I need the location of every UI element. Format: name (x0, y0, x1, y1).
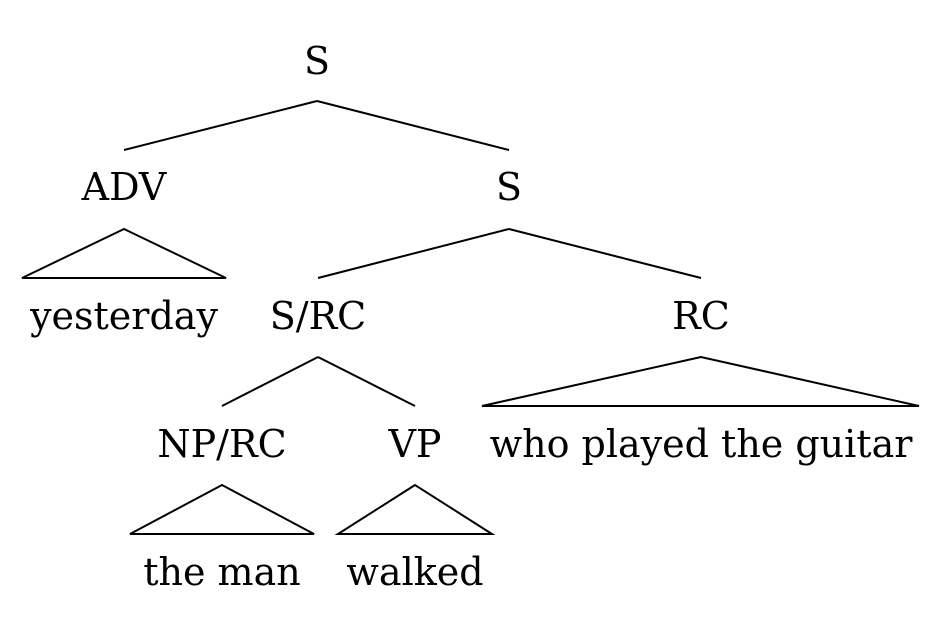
triangle-np-rc (129, 483, 315, 535)
node-np-rc: NP/RC (157, 422, 286, 466)
node-adv: ADV (81, 165, 167, 209)
triangle-adv (21, 227, 227, 279)
leaf-the-man: the man (143, 550, 300, 594)
edge-root-to-adv (123, 100, 318, 151)
node-vp: VP (387, 422, 441, 466)
edge-root-to-inner-s (316, 100, 510, 151)
node-s-rc: S/RC (270, 294, 367, 338)
leaf-walked: walked (346, 550, 483, 594)
triangle-vp (334, 483, 496, 535)
triangle-rc (481, 355, 920, 407)
edge-inner-s-to-s-rc (317, 228, 510, 279)
node-root-s: S (304, 39, 330, 83)
leaf-rc-words: who played the guitar (490, 422, 914, 466)
edge-s-rc-to-vp (317, 356, 416, 407)
edge-inner-s-to-rc (508, 228, 702, 279)
node-rc: RC (672, 294, 730, 338)
leaf-yesterday: yesterday (29, 294, 218, 338)
edge-s-rc-to-np-rc (221, 356, 319, 407)
node-inner-s: S (496, 165, 522, 209)
